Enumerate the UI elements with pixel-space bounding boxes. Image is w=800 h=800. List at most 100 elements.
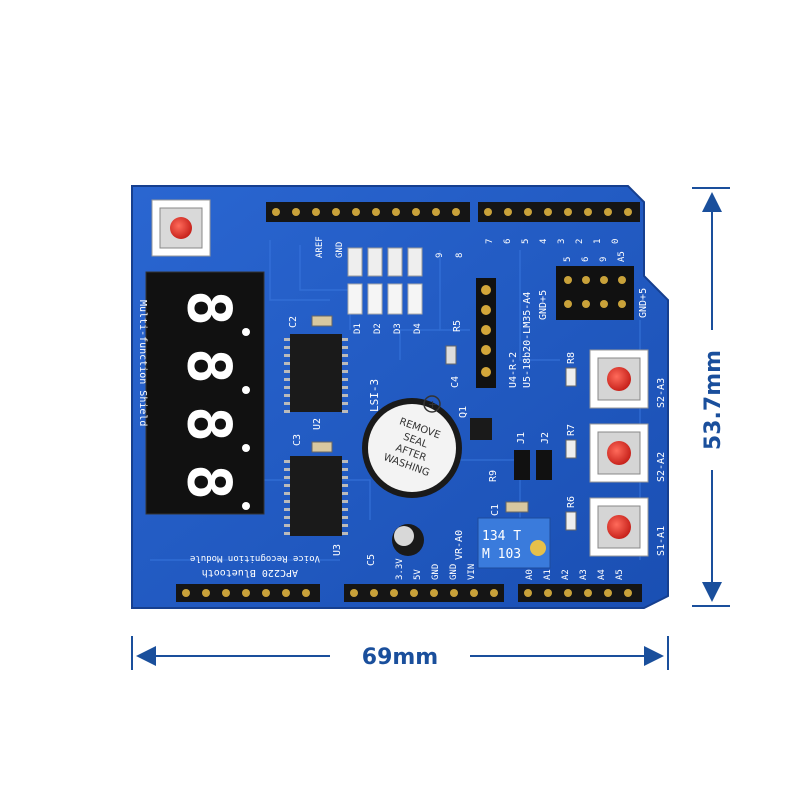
header-pin xyxy=(302,589,310,597)
led-label: D4 xyxy=(413,323,423,334)
ic-pin xyxy=(342,460,348,463)
temp-sensor-socket xyxy=(476,278,496,388)
analog-pin-label: A5 xyxy=(615,569,625,580)
width-dimension xyxy=(131,636,669,670)
svg-text:+: + xyxy=(428,398,437,411)
ic-pin xyxy=(342,354,348,357)
analog-pin-label: A1 xyxy=(543,569,553,580)
header-pin xyxy=(452,208,460,216)
decimal-point xyxy=(242,386,250,394)
ic-pin xyxy=(284,508,290,511)
led-label: D3 xyxy=(393,323,403,334)
header-pin xyxy=(564,300,572,308)
ic-chip-u2 xyxy=(290,334,342,412)
button-label: S1-A1 xyxy=(656,526,667,556)
led-array xyxy=(347,247,423,315)
top-header-label: 4 xyxy=(539,239,549,244)
temp-label-1: U4-R-2 xyxy=(508,352,519,388)
header-pin xyxy=(504,208,512,216)
header-pin xyxy=(292,208,300,216)
power-pin-label: 3.3V xyxy=(395,558,405,580)
header-pin xyxy=(430,589,438,597)
header-pin xyxy=(370,589,378,597)
push-button[interactable] xyxy=(589,349,649,409)
lsi-label: LSI-3 xyxy=(368,379,381,412)
display-digit: 8 xyxy=(173,464,250,510)
top-header-label: 0 xyxy=(611,239,621,244)
resistor-label-r9: R9 xyxy=(488,470,499,482)
ic-pin xyxy=(284,402,290,405)
header-top-right xyxy=(478,202,640,222)
ic-pin xyxy=(342,378,348,381)
height-dimension xyxy=(692,187,730,607)
header-pin xyxy=(524,589,532,597)
ic-label-u2: U2 xyxy=(312,418,323,430)
ic-pin xyxy=(342,370,348,373)
header-pin xyxy=(222,589,230,597)
decimal-point xyxy=(242,444,250,452)
top-header-label: 1 xyxy=(593,239,603,244)
ic-pin xyxy=(284,346,290,349)
led-label: D1 xyxy=(353,323,363,334)
header-pin xyxy=(584,589,592,597)
resistor-label-r5: R5 xyxy=(452,320,463,332)
ic-pin xyxy=(284,386,290,389)
header-pin xyxy=(202,589,210,597)
pcb-board xyxy=(131,185,669,609)
header-pin xyxy=(332,208,340,216)
ic-pin xyxy=(284,476,290,479)
led-label: D2 xyxy=(373,323,383,334)
ic-pin xyxy=(342,468,348,471)
top-header-label: GND xyxy=(335,242,345,258)
top-header-label: 9 xyxy=(435,253,445,258)
display-digit: 8 xyxy=(173,348,250,394)
push-button[interactable] xyxy=(589,497,649,557)
ic-pin xyxy=(284,468,290,471)
pot-text-2: M 103 xyxy=(482,547,521,562)
temp-label-2: U5-18b20-LM35-A4 xyxy=(522,292,533,388)
reset-button[interactable] xyxy=(151,199,211,257)
right-header-label: 5 xyxy=(563,257,573,262)
height-label: 53.7mm xyxy=(701,350,726,450)
ic-pin xyxy=(342,508,348,511)
ic-pin xyxy=(342,386,348,389)
resistor-label: R7 xyxy=(566,424,577,436)
top-header-label: 3 xyxy=(557,239,567,244)
ic-pin xyxy=(342,338,348,341)
header-pin xyxy=(390,589,398,597)
header-pin xyxy=(392,208,400,216)
capacitor-c1 xyxy=(505,501,529,513)
digit-glyph: 8 xyxy=(173,348,243,384)
push-button[interactable] xyxy=(589,423,649,483)
ic-pin xyxy=(342,500,348,503)
apc-label: APC220 Bluetooth xyxy=(202,567,298,578)
header-pin xyxy=(350,589,358,597)
power-pin-label: GND xyxy=(449,564,459,580)
header-pin xyxy=(564,208,572,216)
header-pin xyxy=(312,208,320,216)
ic-label-u3: U3 xyxy=(332,544,343,556)
display-digit: 8 xyxy=(173,406,250,452)
header-pin xyxy=(450,589,458,597)
button-label: S2-A3 xyxy=(656,378,667,408)
digit-glyph: 8 xyxy=(173,464,243,500)
cap-label-c4: C4 xyxy=(450,376,461,388)
ic-pin xyxy=(284,516,290,519)
ic-pin xyxy=(284,354,290,357)
header-pin xyxy=(604,589,612,597)
top-header-label: 2 xyxy=(575,239,585,244)
ic-pin xyxy=(284,500,290,503)
potentiometer[interactable] xyxy=(477,517,551,569)
apc-header xyxy=(176,584,320,602)
header-pin xyxy=(524,208,532,216)
buzzer: + xyxy=(362,395,462,498)
analog-pin-label: A2 xyxy=(561,569,571,580)
ic-pin xyxy=(342,362,348,365)
header-pin xyxy=(410,589,418,597)
pot-text-1: 134 T xyxy=(482,529,521,544)
header-pin xyxy=(352,208,360,216)
header-pin xyxy=(282,589,290,597)
digit-glyph: 8 xyxy=(173,406,243,442)
analog-pin-label: A4 xyxy=(597,569,607,580)
